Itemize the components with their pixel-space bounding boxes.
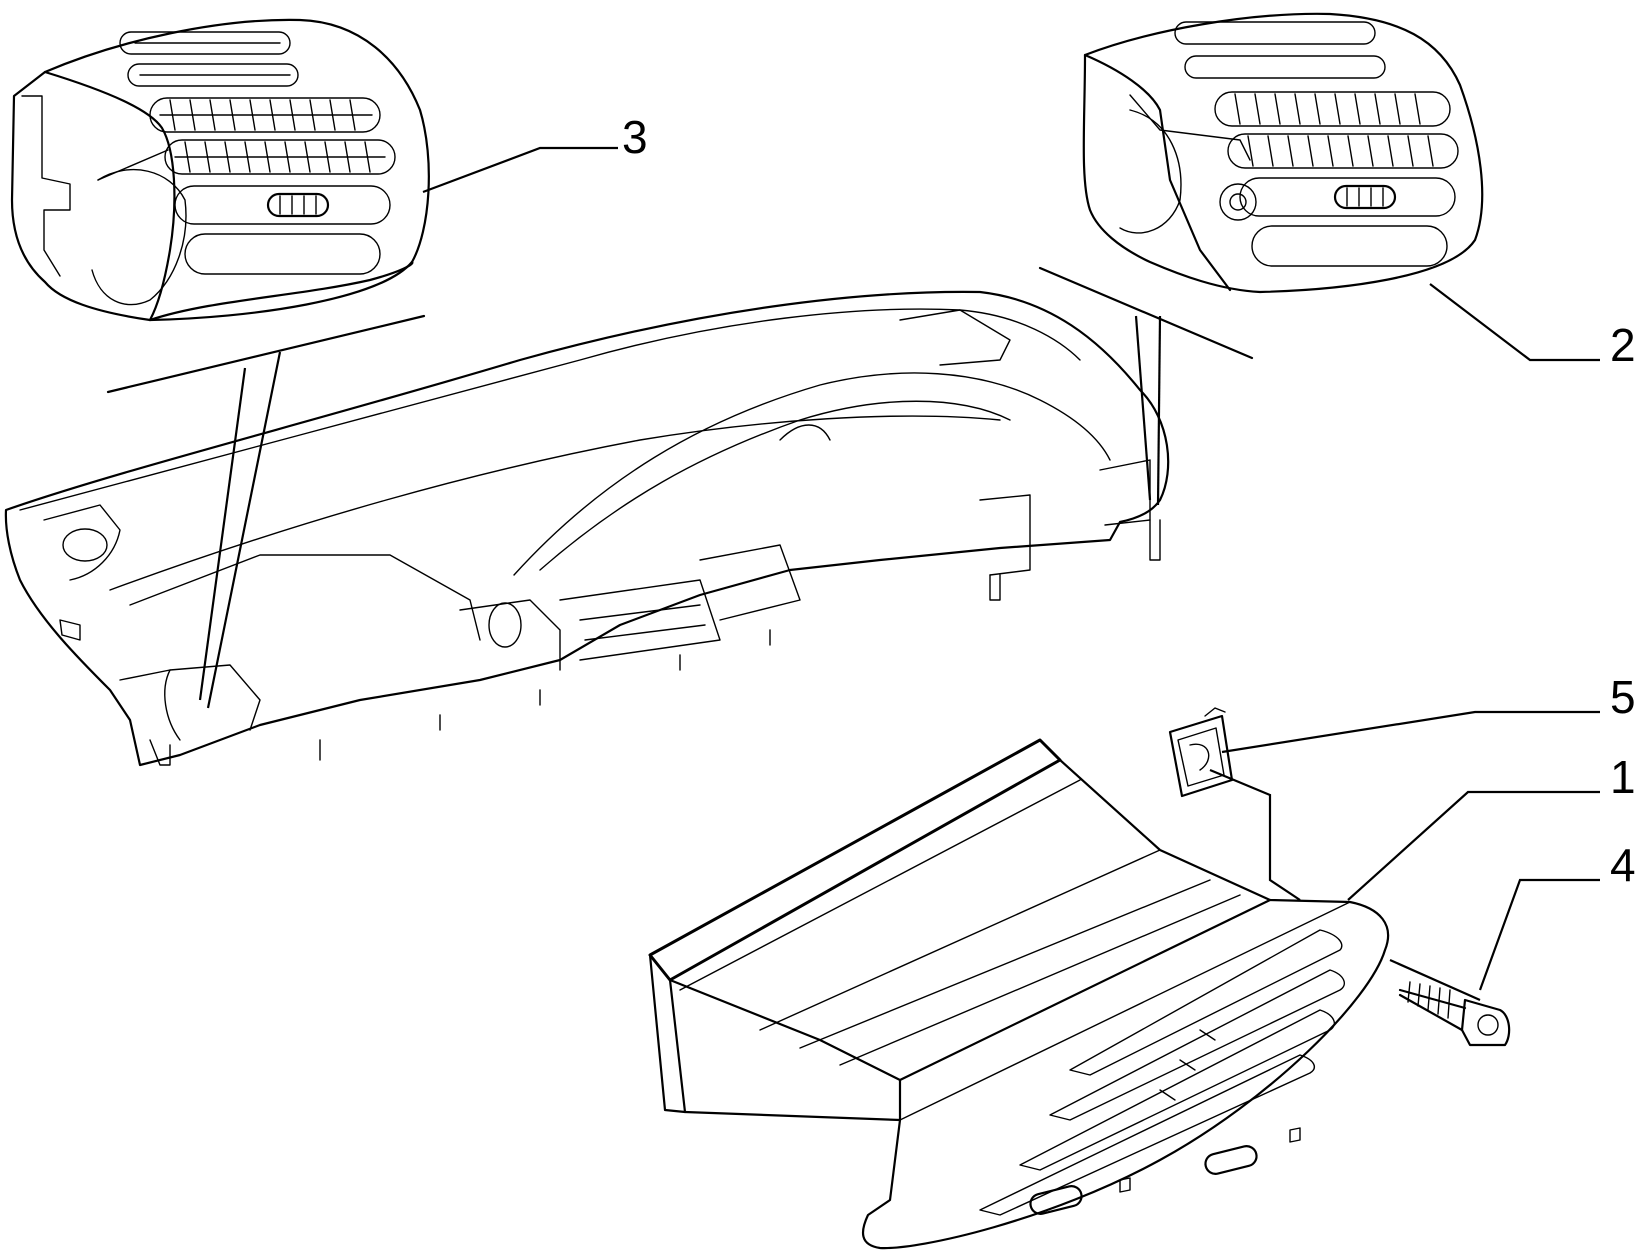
central-air-duct <box>648 738 1390 1250</box>
callout-3: 3 <box>622 111 648 163</box>
leader-lines <box>198 146 1600 1002</box>
callout-2: 2 <box>1610 319 1636 371</box>
callout-5: 5 <box>1610 671 1636 723</box>
dashboard-panel <box>4 266 1254 767</box>
left-side-air-vent <box>10 18 430 322</box>
screw <box>1398 981 1511 1047</box>
callout-4: 4 <box>1610 839 1636 891</box>
right-side-air-vent <box>1082 12 1484 294</box>
callout-1: 1 <box>1610 751 1636 803</box>
